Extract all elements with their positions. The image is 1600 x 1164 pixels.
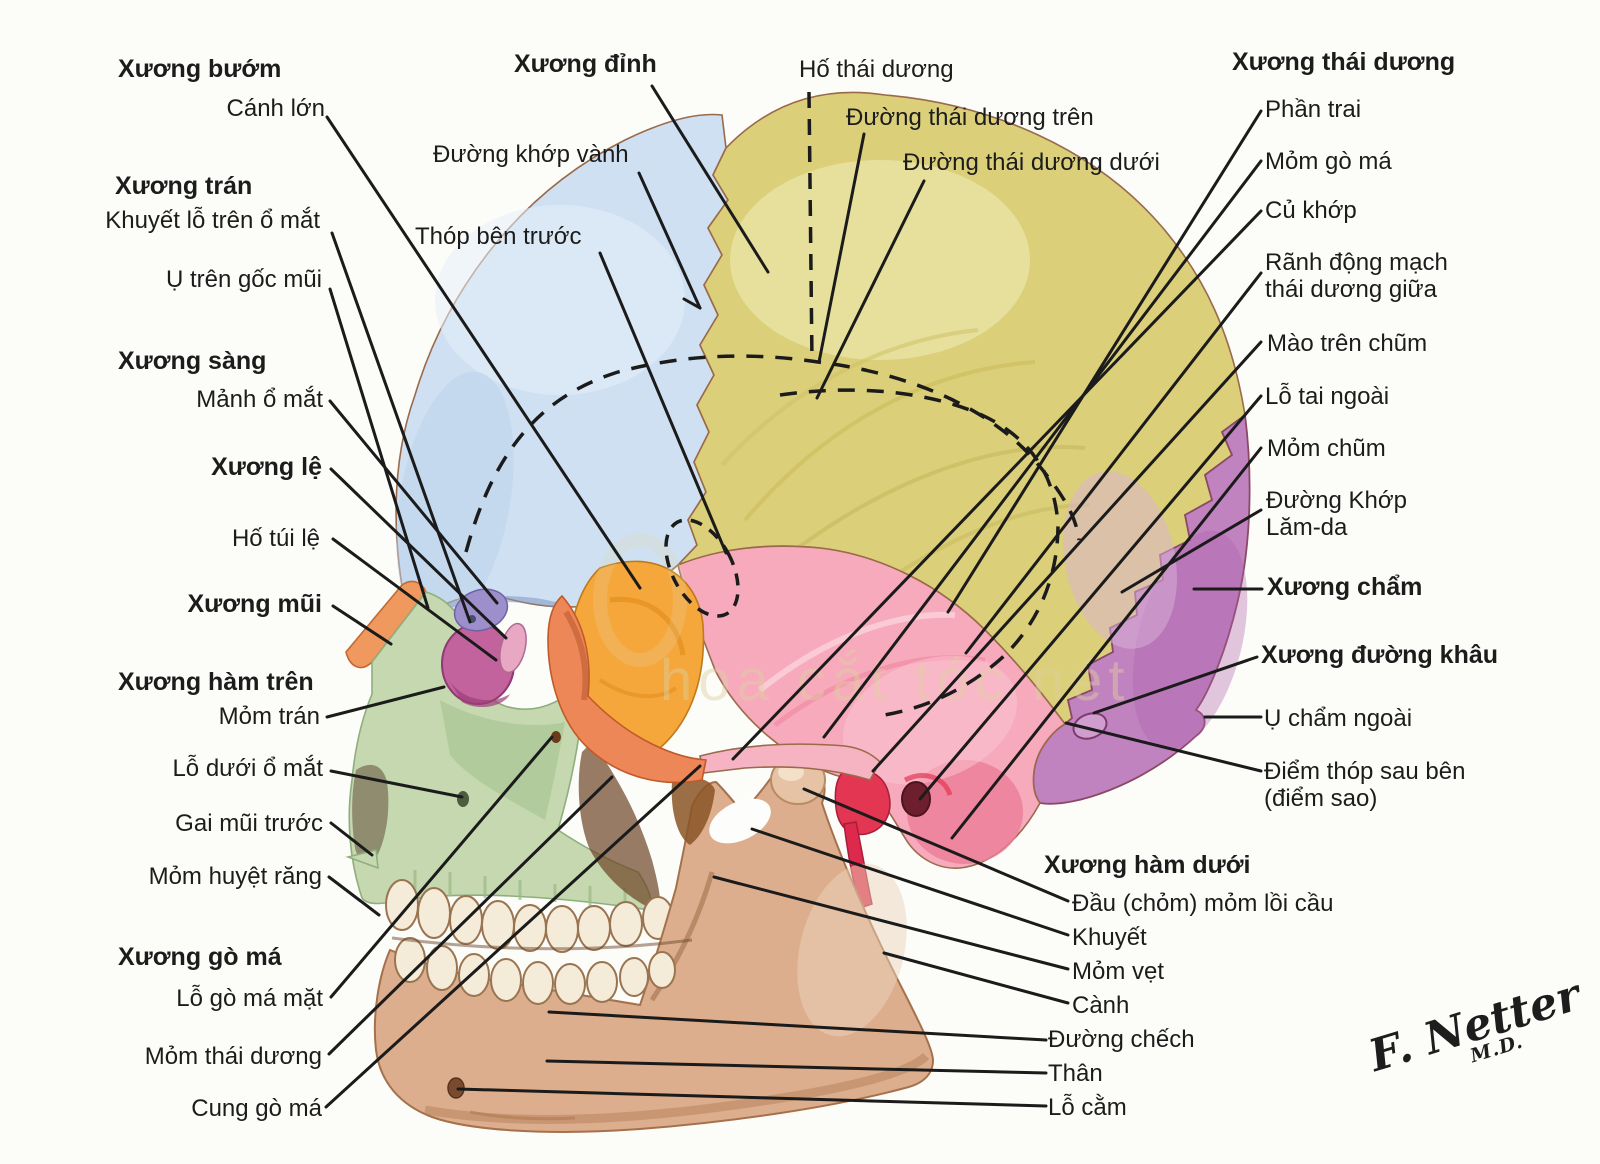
coronoid-process-shadow [671, 778, 715, 845]
label-diem-thop-sau-ben: Điểm thóp sau bên (điểm sao) [1264, 758, 1466, 813]
leader-lines [324, 84, 1264, 1109]
label-manh-o-mat: Mảnh ổ mắt [196, 386, 323, 413]
lower-teeth [394, 937, 676, 1005]
label-xuong-thai-duong: Xương thái dương [1232, 48, 1456, 76]
zygomaticofacial-foramen-dot [551, 731, 561, 743]
label-ranh-dong-mach: Rãnh động mạch thái dương giữa [1265, 249, 1448, 304]
mandibular-notch-gap [709, 798, 771, 844]
label-mom-chum: Mỏm chũm [1267, 435, 1386, 462]
label-xuong-tran: Xương trán [115, 172, 253, 200]
label-dau-chom-mom-loi-cau: Đầu (chỏm) mỏm lồi cầu [1072, 890, 1334, 917]
label-duong-khop-lam-da: Đường Khớp Lăm-da [1266, 487, 1407, 542]
label-mom-huyet-rang: Mỏm huyệt răng [148, 863, 322, 890]
label-xuong-dinh: Xương đỉnh [514, 50, 657, 78]
label-xuong-go-ma: Xương gò má [118, 943, 282, 971]
label-u-tren-goc-mui: Ụ trên gốc mũi [165, 266, 322, 293]
label-xuong-sang: Xương sàng [118, 347, 267, 375]
label-duong-khop-vanh: Đường khớp vành [433, 141, 629, 168]
label-u-cham-ngoai: Ụ chẩm ngoài [1264, 705, 1413, 732]
label-canh: Cành [1072, 992, 1130, 1019]
label-xuong-cham: Xương chẩm [1267, 573, 1423, 601]
watermark-text: hoa cắt tóc nét [660, 648, 1130, 713]
label-khuyet-lo-tren-o-mat: Khuyết lỗ trên ổ mắt [105, 207, 320, 234]
temporal-fossa-dashed-pointer [807, 91, 814, 363]
label-than: Thân [1048, 1060, 1103, 1087]
label-xuong-duong-khau: Xương đường khâu [1261, 641, 1499, 669]
label-lo-duoi-o-mat: Lỗ dưới ổ mắt [172, 755, 323, 782]
label-duong-thai-duong-duoi: Đường thái dương dưới [903, 149, 1160, 176]
zygomatic-bone-shape [547, 594, 707, 784]
dashed-reference-lines [464, 91, 1081, 718]
inferior-temporal-line-dashed [779, 388, 1060, 718]
label-mom-tran: Mỏm trán [218, 703, 320, 730]
pterion-dashed-circle [664, 518, 740, 618]
label-phan-trai: Phần trai [1265, 96, 1362, 123]
label-cu-khop: Củ khớp [1265, 197, 1357, 224]
label-mao-tren-chum: Mào trên chũm [1267, 330, 1428, 357]
label-gai-mui-truoc: Gai mũi trước [175, 810, 323, 837]
external-acoustic-meatus [901, 781, 931, 817]
label-thop-ben-truoc: Thóp bên trước [415, 223, 582, 250]
label-duong-thai-duong-tren: Đường thái dương trên [846, 104, 1094, 131]
label-ho-thai-duong: Hố thái dương [799, 56, 954, 83]
label-lo-go-ma-mat: Lỗ gò má mặt [176, 985, 323, 1012]
cranium-bones [395, 91, 1251, 869]
superior-temporal-line-dashed [464, 354, 1081, 553]
label-xuong-mui: Xương mũi [187, 590, 323, 618]
label-xuong-ham-duoi: Xương hàm dưới [1044, 851, 1251, 879]
occlusal-line [391, 936, 693, 951]
label-mom-go-ma: Mỏm gò má [1265, 148, 1392, 175]
label-lo-cam: Lỗ cằm [1048, 1094, 1127, 1121]
infraorbital-foramen-dot [457, 791, 469, 807]
infratemporal-shadow [578, 742, 660, 912]
label-ho-tui-le: Hố túi lệ [231, 525, 320, 552]
label-mom-vet: Mỏm vẹt [1072, 958, 1165, 985]
label-xuong-le: Xương lệ [211, 453, 322, 481]
zygomatic-arch-shape [699, 743, 881, 781]
label-xuong-ham-tren: Xương hàm trên [118, 668, 314, 696]
orbit-contents [441, 588, 527, 708]
label-lo-tai-ngoai: Lỗ tai ngoài [1265, 383, 1390, 410]
label-mom-thai-duong: Mỏm thái dương [144, 1043, 322, 1070]
label-xuong-buom: Xương bướm [118, 55, 282, 83]
label-duong-chech: Đường chếch [1048, 1026, 1195, 1053]
label-khuyet: Khuyết [1072, 924, 1147, 951]
watermark: hoa cắt tóc nét [593, 533, 1130, 713]
label-cung-go-ma: Cung gò má [191, 1095, 322, 1122]
label-canh-lon: Cánh lớn [226, 95, 325, 122]
